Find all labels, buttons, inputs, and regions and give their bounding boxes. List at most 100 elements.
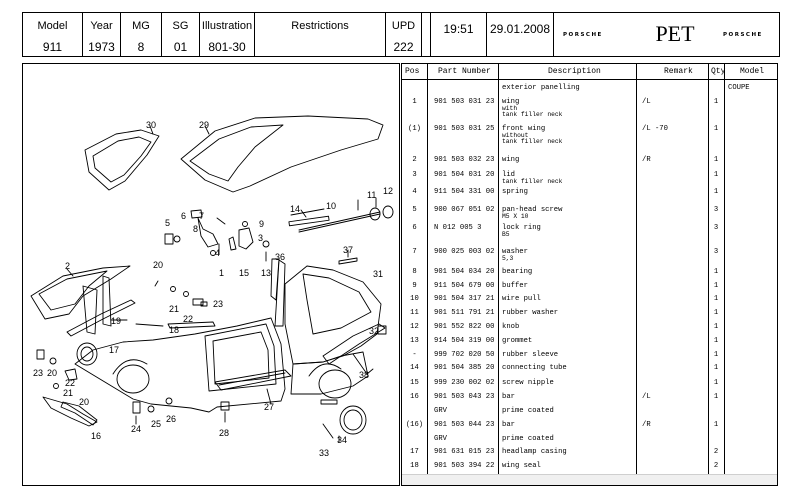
cell-pos: 10 (410, 295, 419, 303)
callout-22: 22 (183, 314, 193, 324)
cell-qty: 1 (713, 156, 719, 164)
cell-pos: 6 (412, 224, 417, 232)
horizontal-scrollbar[interactable] (402, 474, 777, 485)
col-divider (724, 64, 725, 485)
col-header-qty: Qty (711, 67, 726, 76)
cell-pos: 3 (412, 171, 417, 179)
mg-cell: MG 8 (121, 13, 162, 56)
app-title: PET (655, 21, 695, 46)
cell-description: wire pull (502, 295, 541, 303)
lid-hardware (164, 209, 254, 256)
callout-31: 31 (373, 269, 383, 279)
time-value: 19:51 (443, 22, 474, 36)
year-cell: Year 1973 (83, 13, 121, 56)
windshield-front-frame (84, 125, 160, 191)
callout-13: 13 (261, 268, 271, 278)
cell-description: B5 (502, 231, 510, 239)
cell-qty: 1 (713, 98, 719, 106)
header-rule (402, 79, 777, 80)
cell-description: bearing (502, 268, 533, 276)
tank-filler-lid (320, 399, 367, 443)
cell-pn: 999 230 002 02 (434, 379, 495, 387)
callout-23-left: 23 (33, 368, 43, 378)
callout-37: 37 (343, 245, 353, 255)
callout-5: 5 (165, 218, 170, 228)
cell-pos: 7 (412, 248, 417, 256)
cell-pn: 901 503 032 23 (434, 156, 495, 164)
porsche-logo-right: PORSCHE (723, 32, 763, 38)
cell-pn: GRV (434, 435, 447, 443)
cell-description: bar (502, 393, 515, 401)
cell-pos: 18 (410, 462, 419, 470)
callout-21-left: 21 (63, 388, 73, 398)
headlamp-casing (76, 342, 98, 366)
callout-29: 29 (199, 120, 209, 130)
cell-description: spring (502, 188, 528, 196)
cell-description: with (502, 105, 518, 113)
callout-18: 18 (169, 325, 179, 335)
callout-20: 20 (153, 260, 163, 270)
cell-description: without (502, 132, 529, 140)
body-shell (74, 265, 382, 413)
cell-qty: 1 (713, 379, 719, 387)
cell-description: wing (502, 98, 520, 106)
cell-pos: 8 (412, 268, 417, 276)
callout-38: 38 (359, 370, 369, 380)
cell-pos: 17 (410, 448, 419, 456)
callout-24: 24 (131, 424, 141, 434)
callout-36: 36 (275, 252, 285, 262)
callout-33: 33 (319, 448, 329, 458)
callout-17: 17 (109, 345, 119, 355)
cell-description: lock ring (502, 224, 541, 232)
cell-pos: 5 (412, 206, 417, 214)
front-bumper-fixings (36, 349, 98, 427)
sg-cell: SG 01 (162, 13, 200, 56)
model-value: 911 (42, 40, 63, 54)
cell-description: tank filler neck (502, 111, 563, 119)
callout-34: 34 (337, 435, 347, 445)
cell-pn: 901 503 043 23 (434, 393, 495, 401)
cell-pos: - (412, 351, 417, 359)
wire-pull-assembly (288, 197, 394, 233)
cell-pn: 911 504 331 00 (434, 188, 495, 196)
callout-26: 26 (166, 414, 176, 424)
upd-label: UPD (391, 20, 416, 32)
callout-16: 16 (91, 431, 101, 441)
callout-28: 28 (219, 428, 229, 438)
col-divider (636, 64, 637, 485)
cell-description: pan-head screw (502, 206, 563, 214)
cell-description: rubber washer (502, 309, 559, 317)
roof-panel (180, 115, 384, 193)
mg-label: MG (132, 20, 150, 32)
col-header-model: Model (740, 67, 765, 76)
col-header-description: Description (548, 67, 601, 76)
callout-20-left: 20 (47, 368, 57, 378)
cell-pn: 901 504 385 20 (434, 364, 495, 372)
callout-12: 12 (383, 186, 393, 196)
cell-description: grommet (502, 337, 533, 345)
cell-description: M5 X 10 (502, 213, 529, 221)
cell-qty: 3 (713, 248, 719, 256)
table-header: Pos Part Number Description Remark Qty M… (402, 66, 777, 79)
callout-25: 25 (151, 419, 161, 429)
col-divider (708, 64, 709, 485)
cell-pn: 901 552 822 00 (434, 323, 495, 331)
cell-qty: 1 (713, 295, 719, 303)
col-header-remark: Remark (664, 67, 693, 76)
cell-pos: 2 (412, 156, 417, 164)
front-bar (60, 401, 98, 426)
cell-remark: /R (642, 156, 651, 164)
cell-description: washer (502, 248, 528, 256)
model-cell: Model 911 (23, 13, 83, 56)
col-header-part-number: Part Number (438, 67, 491, 76)
sill-panel (214, 369, 292, 405)
callout-1: 1 (219, 268, 224, 278)
cell-remark: /L (642, 98, 651, 106)
cell-qty: 3 (713, 224, 719, 232)
callout-30: 30 (146, 120, 156, 130)
restrictions-label: Restrictions (291, 20, 349, 32)
illustration-cell: Illustration 801-30 (200, 13, 255, 56)
header-gap (422, 13, 431, 56)
cell-description: prime coated (502, 407, 554, 415)
callout-8: 8 (193, 224, 198, 234)
